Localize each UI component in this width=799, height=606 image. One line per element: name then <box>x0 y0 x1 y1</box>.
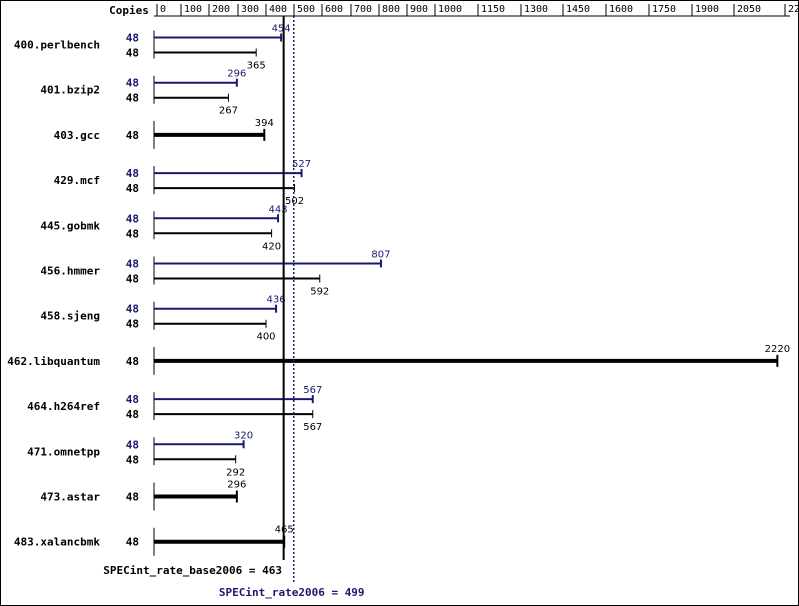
benchmark-row: 445.gobmk 48 48 443 420 <box>40 204 287 252</box>
base-summary-label: SPECint_rate_base2006 = 463 <box>103 564 282 577</box>
x-tick-label: 100 <box>184 4 202 15</box>
base-copies-label: 48 <box>126 536 139 549</box>
peak-copies-label: 48 <box>126 77 139 90</box>
peak-value-label: 320 <box>234 430 253 441</box>
x-tick-label: 1450 <box>566 4 590 15</box>
base-value-label: 296 <box>227 480 246 491</box>
x-tick-label: 2250 <box>788 4 799 15</box>
base-copies-label: 48 <box>126 408 139 421</box>
base-copies-label: 48 <box>126 129 139 142</box>
benchmark-row: 456.hmmer 48 48 807 592 <box>40 250 390 298</box>
x-tick-label: 1900 <box>695 4 719 15</box>
base-value-label: 592 <box>310 287 329 298</box>
base-value-label: 502 <box>285 196 304 207</box>
benchmark-row: 462.libquantum 48 2220 <box>7 344 790 375</box>
x-tick-label: 1300 <box>524 4 548 15</box>
base-copies-label: 48 <box>126 273 139 286</box>
x-tick-label: 700 <box>354 4 372 15</box>
peak-value-label: 527 <box>292 159 311 170</box>
peak-value-label: 436 <box>267 295 286 306</box>
base-copies-label: 48 <box>126 182 139 195</box>
benchmark-row: 403.gcc 48 394 <box>54 118 274 149</box>
base-copies-label: 48 <box>126 227 139 240</box>
x-tick-label: 1600 <box>609 4 633 15</box>
benchmark-row: 400.perlbench 48 48 454 365 <box>14 24 291 72</box>
benchmark-row: 471.omnetpp 48 48 320 292 <box>27 430 253 478</box>
base-copies-label: 48 <box>126 47 139 60</box>
peak-copies-label: 48 <box>126 167 139 180</box>
copies-header: Copies <box>109 4 149 17</box>
x-tick-label: 300 <box>241 4 259 15</box>
x-tick-label: 1000 <box>438 4 462 15</box>
x-tick-label: 800 <box>382 4 400 15</box>
benchmark-row: 401.bzip2 48 48 296 267 <box>40 69 246 117</box>
peak-value-label: 443 <box>268 204 287 215</box>
benchmark-name: 456.hmmer <box>40 265 100 278</box>
peak-copies-label: 48 <box>126 438 139 451</box>
x-tick-label: 1150 <box>481 4 505 15</box>
base-copies-label: 48 <box>126 92 139 105</box>
base-value-label: 267 <box>219 106 238 117</box>
benchmark-name: 473.astar <box>40 491 100 504</box>
peak-copies-label: 48 <box>126 303 139 316</box>
benchmark-name: 462.libquantum <box>7 355 100 368</box>
base-value-label: 400 <box>256 332 275 343</box>
base-value-label: 420 <box>262 241 281 252</box>
x-axis-ticks: 0 100 200 300 400 500 600 700 800 900 1000 1150 1300… <box>156 4 799 16</box>
base-copies-label: 48 <box>126 355 139 368</box>
benchmark-row: 464.h264ref 48 48 567 567 <box>27 385 322 433</box>
peak-copies-label: 48 <box>126 212 139 225</box>
x-tick-label: 2050 <box>737 4 761 15</box>
base-value-label: 2220 <box>765 344 790 355</box>
benchmark-name: 429.mcf <box>54 174 100 187</box>
base-copies-label: 48 <box>126 453 139 466</box>
peak-copies-label: 48 <box>126 258 139 271</box>
peak-copies-label: 48 <box>126 32 139 45</box>
benchmark-row: 458.sjeng 48 48 436 400 <box>40 295 285 343</box>
peak-value-label: 454 <box>272 24 291 35</box>
base-value-label: 365 <box>247 61 266 72</box>
x-tick-label: 500 <box>297 4 315 15</box>
benchmark-name: 400.perlbench <box>14 39 100 52</box>
benchmark-name: 471.omnetpp <box>27 445 100 458</box>
benchmark-row: 473.astar 48 296 <box>40 480 246 511</box>
base-copies-label: 48 <box>126 491 139 504</box>
benchmark-name: 464.h264ref <box>27 400 100 413</box>
x-tick-label: 1750 <box>652 4 676 15</box>
base-value-label: 292 <box>226 467 245 478</box>
peak-value-label: 567 <box>303 385 322 396</box>
peak-copies-label: 48 <box>126 393 139 406</box>
x-tick-label: 900 <box>410 4 428 15</box>
benchmark-name: 401.bzip2 <box>40 84 100 97</box>
x-tick-label: 200 <box>212 4 230 15</box>
x-tick-label: 400 <box>269 4 287 15</box>
base-value-label: 567 <box>303 422 322 433</box>
peak-summary-label: SPECint_rate2006 = 499 <box>219 586 365 599</box>
base-value-label: 394 <box>255 118 274 129</box>
x-tick-label: 600 <box>325 4 343 15</box>
peak-value-label: 807 <box>371 250 390 261</box>
benchmark-row: 429.mcf 48 48 527 502 <box>54 159 311 207</box>
base-copies-label: 48 <box>126 318 139 331</box>
x-tick-label: 0 <box>160 4 166 15</box>
benchmark-rows: 400.perlbench 48 48 454 365 401.bzip2 48 48 296 2… <box>7 24 790 556</box>
peak-value-label: 296 <box>227 69 246 80</box>
benchmark-name: 403.gcc <box>54 129 100 142</box>
benchmark-name: 483.xalancbmk <box>14 536 100 549</box>
benchmark-name: 458.sjeng <box>40 310 100 323</box>
benchmark-name: 445.gobmk <box>40 219 100 232</box>
reference-lines <box>282 16 295 584</box>
